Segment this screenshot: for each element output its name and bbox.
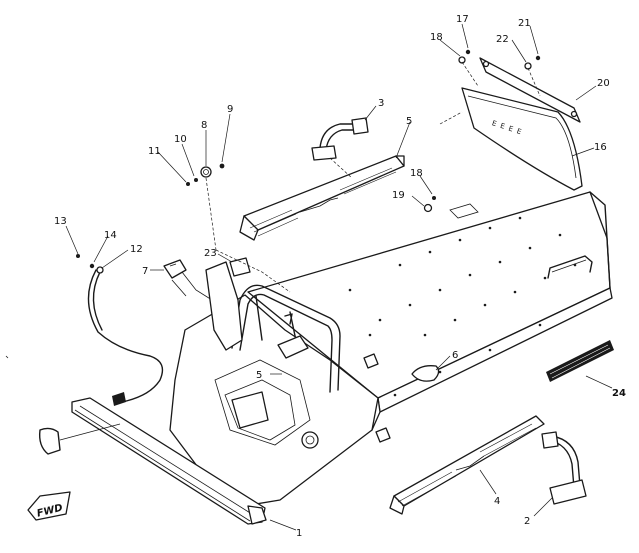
callout-18-upper: 18 bbox=[430, 32, 443, 43]
callout-5-lower: 5 bbox=[256, 370, 262, 381]
callout-17: 17 bbox=[456, 14, 469, 25]
cable-harness bbox=[38, 269, 164, 455]
frame-tunnel bbox=[169, 191, 613, 506]
callout-10: 10 bbox=[174, 134, 187, 145]
callout-20: 20 bbox=[597, 78, 610, 89]
stray-mark bbox=[5, 355, 9, 359]
footrest-lower bbox=[389, 415, 545, 515]
callout-8: 8 bbox=[201, 120, 207, 131]
callout-23: 23 bbox=[204, 248, 217, 259]
callout-3: 3 bbox=[378, 98, 384, 109]
callout-16: 16 bbox=[594, 142, 607, 153]
callout-24: 24 bbox=[612, 388, 626, 399]
callout-21: 21 bbox=[518, 18, 531, 29]
callout-22: 22 bbox=[496, 34, 509, 45]
side-emblem bbox=[546, 340, 614, 382]
leader-lines bbox=[65, 23, 613, 531]
callout-labels: 1 2 3 4 5 5 6 7 8 9 10 11 12 13 14 16 17… bbox=[54, 14, 626, 539]
fasteners-cluster-left bbox=[186, 163, 225, 251]
small-bracket bbox=[163, 259, 213, 301]
footrest-upper bbox=[239, 155, 405, 241]
alignment-lines bbox=[215, 111, 463, 293]
fasteners-rear bbox=[458, 49, 541, 97]
callout-14: 14 bbox=[104, 230, 117, 241]
front-bumper bbox=[71, 397, 267, 525]
hand-strap-upper bbox=[311, 117, 369, 161]
callout-5-upper: 5 bbox=[406, 116, 412, 127]
cowl-plate bbox=[205, 257, 251, 351]
hand-strap-lower bbox=[541, 431, 587, 505]
callout-19: 19 bbox=[392, 190, 405, 201]
rear-flap: E E E E bbox=[461, 87, 583, 191]
callout-4: 4 bbox=[494, 496, 500, 507]
rear-flap-bar bbox=[479, 57, 581, 123]
callout-9: 9 bbox=[227, 104, 233, 115]
forward-direction-mark: FWD bbox=[27, 491, 71, 521]
fasteners-cable-end bbox=[76, 254, 104, 274]
callout-11: 11 bbox=[148, 146, 161, 157]
callout-13: 13 bbox=[54, 216, 67, 227]
callout-7: 7 bbox=[142, 266, 148, 277]
callout-2: 2 bbox=[524, 516, 530, 527]
callout-18-lower: 18 bbox=[410, 168, 423, 179]
callout-12: 12 bbox=[130, 244, 143, 255]
callout-1: 1 bbox=[296, 528, 302, 539]
steering-support-bracket bbox=[231, 284, 341, 393]
deck-rivets bbox=[348, 216, 577, 397]
callout-6: 6 bbox=[452, 350, 458, 361]
fasteners-deck bbox=[423, 196, 436, 213]
